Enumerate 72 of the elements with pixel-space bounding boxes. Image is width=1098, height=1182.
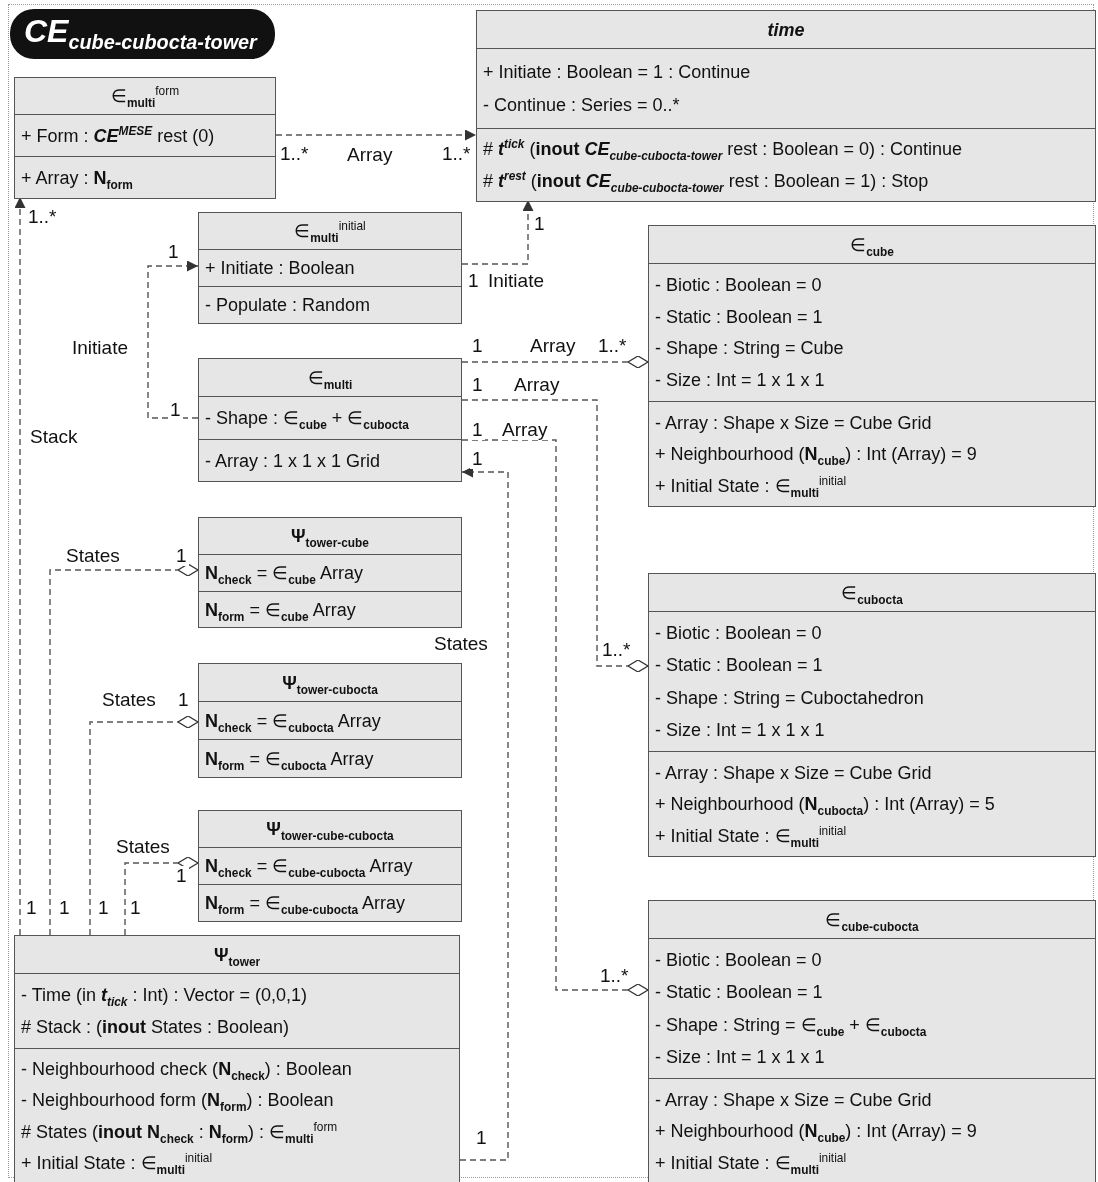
- multiplicity-label: 1: [470, 420, 485, 440]
- edge-label: Array: [500, 420, 550, 440]
- member-text: - Array : 1 x 1 x 1 Grid: [205, 449, 382, 472]
- connector-arrow: [14, 196, 26, 936]
- member-text: N$_{check}$ = ∈$_{cube}$ Array: [205, 562, 364, 584]
- class-box: [198, 358, 462, 482]
- class-box: [198, 663, 462, 778]
- member-text: - Biotic : Boolean = 0: [655, 949, 823, 972]
- member-text: - Size : Int = 1 x 1 x 1: [655, 718, 826, 741]
- member-text: + Neighbourhood (N$_{cube}$) : Int (Array) = 9: [655, 1120, 978, 1142]
- class-name: ∈$_{cube-cubocta}$: [825, 908, 919, 931]
- class-name: Ψ$_{tower}$: [213, 943, 261, 966]
- member-text: # t$^{tick}$ (inout CE$_{cube-cubocta-tower}$ rest : Boolean = 0) : Continue: [483, 138, 963, 161]
- class-box: [14, 935, 460, 1182]
- member-text: + Initiate : Boolean = 1 : Continue: [483, 60, 752, 83]
- multiplicity-label: 1: [470, 449, 485, 469]
- class-box: [14, 77, 276, 199]
- member-text: - Array : Shape x Size = Cube Grid: [655, 1088, 933, 1111]
- member-text: - Neighbourhood check (N$_{check}$) : Boolean: [21, 1058, 353, 1081]
- member-text: - Time (in t$_{tick}$ : Int) : Vector = (0,0,1): [21, 984, 309, 1006]
- member-text: - Shape : String = Cube: [655, 337, 845, 360]
- member-text: + Form : CE$^{MESE}$ rest (0): [21, 124, 216, 147]
- member-text: - Size : Int = 1 x 1 x 1: [655, 1045, 826, 1068]
- multiplicity-label: 1: [174, 546, 189, 566]
- edge-label: Array: [528, 336, 578, 356]
- member-text: N$_{check}$ = ∈$_{cubocta}$ Array: [205, 709, 382, 732]
- connector-arrow: [461, 199, 534, 265]
- class-name: Ψ$_{tower-cubocta}$: [282, 671, 378, 694]
- class-name: Ψ$_{tower-cube}$: [291, 525, 369, 547]
- member-text: # Stack : (inout States : Boolean): [21, 1016, 291, 1038]
- class-name: Ψ$_{tower-cube-cubocta}$: [266, 818, 394, 840]
- multiplicity-label: 1: [168, 400, 183, 420]
- member-text: N$_{form}$ = ∈$_{cube-cubocta}$ Array: [205, 892, 407, 914]
- member-text: - Static : Boolean = 1: [655, 981, 824, 1004]
- class-box: [648, 573, 1096, 857]
- member-text: N$_{form}$ = ∈$_{cube}$ Array: [205, 598, 357, 621]
- member-text: N$_{form}$ = ∈$_{cubocta}$ Array: [205, 747, 375, 770]
- member-text: + Array : N$_{form}$: [21, 166, 134, 189]
- member-text: # t$^{rest}$ (inout CE$_{cube-cubocta-tower}$ rest : Boolean = 1) : Stop: [483, 169, 930, 192]
- member-text: - Size : Int = 1 x 1 x 1: [655, 369, 826, 392]
- member-text: - Shape : ∈$_{cube}$ + ∈$_{cubocta}$: [205, 407, 410, 429]
- member-text: - Continue : Series = 0..*: [483, 94, 681, 117]
- member-text: - Shape : String = ∈$_{cube}$ + ∈$_{cubocta}$: [655, 1013, 928, 1036]
- class-name: ∈$_{cube}$: [850, 233, 894, 256]
- member-text: - Biotic : Boolean = 0: [655, 273, 823, 296]
- class-box: [648, 225, 1096, 507]
- member-text: - Biotic : Boolean = 0: [655, 622, 823, 645]
- member-text: - Neighbourhood form (N$_{form}$) : Boolean: [21, 1089, 335, 1112]
- member-text: + Initiate : Boolean: [205, 257, 356, 279]
- connector-arrow: [459, 466, 509, 1161]
- class-box: [648, 900, 1096, 1182]
- class-box: [476, 10, 1096, 202]
- class-box: [198, 212, 462, 324]
- member-text: - Array : Shape x Size = Cube Grid: [655, 411, 933, 434]
- member-text: - Shape : String = Cuboctahedron: [655, 686, 925, 709]
- edge-label: Array: [512, 375, 562, 395]
- member-text: N$_{check}$ = ∈$_{cube-cubocta}$ Array: [205, 855, 414, 877]
- diagram-title: CE$_{cube-cubocta-tower}$: [10, 9, 275, 59]
- class-box: [198, 810, 462, 922]
- member-text: - Static : Boolean = 1: [655, 654, 824, 677]
- connector-arrow: [147, 260, 199, 419]
- class-name: ∈$_{multi}$: [307, 366, 353, 389]
- member-text: - Static : Boolean = 1: [655, 305, 824, 328]
- member-text: + Neighbourhood (N$_{cubocta}$) : Int (Array) = 5: [655, 793, 996, 815]
- connector-arrow: [275, 129, 477, 141]
- member-text: - Populate : Random: [205, 294, 372, 316]
- class-box: [198, 517, 462, 628]
- member-text: - Array : Shape x Size = Cube Grid: [655, 761, 933, 784]
- edge-label: Array: [345, 145, 395, 165]
- class-name: time: [767, 18, 805, 41]
- member-text: + Neighbourhood (N$_{cube}$) : Int (Array) = 9: [655, 443, 978, 465]
- class-name: ∈$_{cubocta}$: [841, 581, 903, 604]
